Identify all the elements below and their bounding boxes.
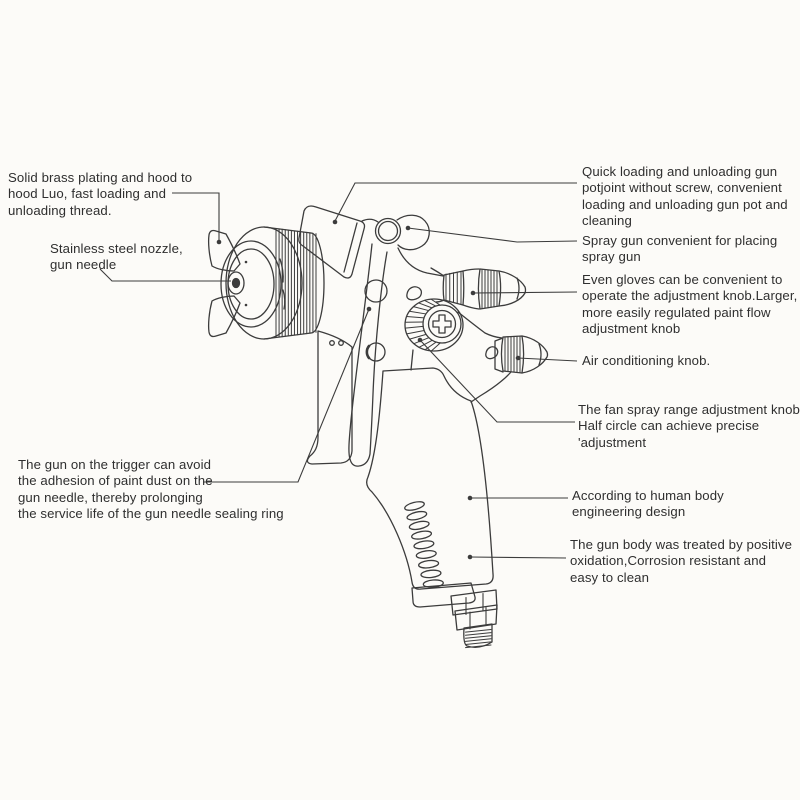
grip-ribs xyxy=(404,501,444,588)
annotation-placing: Spray gun convenient for placing spray g… xyxy=(582,233,777,266)
annotation-fan-knob: The fan spray range adjustment knob: Hal… xyxy=(578,402,800,451)
handle-grip xyxy=(366,367,494,590)
leader-line xyxy=(334,182,577,222)
annotation-text-line: 'adjustment xyxy=(578,434,647,450)
annotation-text-line: Even gloves can be convenient to xyxy=(582,272,783,287)
annotation-text-line: loading and unloading gun pot and xyxy=(582,196,788,212)
annotation-stainless-nozzle: Stainless steel nozzle, gun needle xyxy=(50,241,183,274)
annotation-air-knob: Air conditioning knob. xyxy=(582,353,710,369)
body-teardrop-hole xyxy=(485,346,499,360)
annotation-text-line: Spray gun convenient for placing xyxy=(582,233,778,248)
leader-line xyxy=(469,556,567,559)
leader-dot xyxy=(216,239,222,245)
annotation-text-line: engineering design xyxy=(572,504,686,520)
annotation-text-line: spray gun xyxy=(582,249,641,265)
annotation-text-line: operate the adjustment knob.Larger, xyxy=(582,288,798,304)
knob-knurling xyxy=(404,298,441,352)
annotation-text-line: The fan spray range adjustment knob: xyxy=(578,402,800,417)
air-cap-slot xyxy=(279,258,284,283)
annotation-solid-brass: Solid brass plating and hood to hood Luo… xyxy=(8,170,192,219)
leader-line xyxy=(99,268,231,282)
annotation-text-line: oxidation,Corrosion resistant and xyxy=(570,553,767,569)
knob-knurling xyxy=(481,269,498,309)
annotation-text-line: more easily regulated paint flow xyxy=(582,304,771,320)
knob-knurling xyxy=(504,335,521,373)
trigger xyxy=(348,243,388,467)
lower-panel xyxy=(306,330,353,465)
leader-dot xyxy=(366,306,372,312)
retaining-ring-top xyxy=(263,226,312,234)
leader-line xyxy=(407,227,578,243)
leader-line xyxy=(472,291,578,294)
annotation-text-line: gun needle xyxy=(50,257,117,273)
annotation-paint-flow: Even gloves can be convenient to operate… xyxy=(582,272,797,338)
annotation-text-line: According to human body xyxy=(572,488,724,503)
annotation-text-line: potjoint without screw, convenient xyxy=(582,180,782,196)
air-cap-slot xyxy=(282,289,286,310)
body-teardrop-hole xyxy=(406,286,423,301)
air-cap-assembly xyxy=(207,226,325,340)
annotation-text-line: the service life of the gun needle seali… xyxy=(18,506,284,522)
leader-line xyxy=(203,308,370,483)
leader-dot xyxy=(467,554,473,560)
air-cap-face xyxy=(220,240,282,328)
annotation-ergonomic: According to human body engineering desi… xyxy=(572,488,724,521)
annotation-quick-loading: Quick loading and unloading gun potjoint… xyxy=(582,164,788,230)
body-hole-upper xyxy=(364,279,388,303)
inlet-flange xyxy=(411,582,476,608)
leader-line xyxy=(172,192,220,240)
air-adjustment-knob xyxy=(494,335,549,374)
annotation-text-line: gun needle, thereby prolonging xyxy=(18,489,203,505)
annotation-gun-body: The gun body was treated by positive oxi… xyxy=(570,537,792,586)
air-horn-bottom xyxy=(207,295,241,338)
annotation-text-line: Quick loading and unloading gun xyxy=(582,164,778,179)
leader-dot xyxy=(417,337,423,343)
gun-body xyxy=(306,247,512,465)
annotation-text-line: adjustment knob xyxy=(582,321,681,337)
annotation-text-line: Stainless steel nozzle, xyxy=(50,241,183,256)
inlet-thread xyxy=(463,623,493,648)
leader-dots xyxy=(216,219,521,560)
leader-dot xyxy=(405,225,411,231)
leader-dot xyxy=(332,219,338,225)
panel-hole xyxy=(329,340,335,346)
pot-joint xyxy=(298,205,366,279)
phillips-screw-icon xyxy=(432,314,452,334)
annotation-text-line: The gun body was treated by positive xyxy=(570,537,793,552)
annotation-text-line: Half circle can achieve precise xyxy=(578,418,760,434)
annotation-text-line: The gun on the trigger can avoid xyxy=(18,457,212,472)
pivot-pin xyxy=(377,220,399,242)
nozzle xyxy=(227,260,248,307)
leader-lines xyxy=(99,182,578,559)
annotation-text-line: the adhesion of paint dust on the xyxy=(18,473,213,489)
annotation-trigger: The gun on the trigger can avoid the adh… xyxy=(18,457,284,523)
annotation-text-line: unloading thread. xyxy=(8,202,112,218)
knob-knurling xyxy=(445,271,462,305)
fan-pattern-knob xyxy=(404,298,464,352)
paint-flow-knob xyxy=(430,267,527,310)
hex-facets xyxy=(465,592,487,630)
air-inlet-connector xyxy=(411,582,498,649)
annotation-text-line: easy to clean xyxy=(570,569,650,585)
annotation-text-line: hood Luo, fast loading and xyxy=(8,186,167,202)
leader-dot xyxy=(515,355,521,361)
leader-dot xyxy=(470,290,476,296)
ring-knurling xyxy=(275,228,317,338)
thread-lines xyxy=(465,629,492,649)
leader-line xyxy=(517,357,578,362)
leader-line xyxy=(419,339,575,423)
annotation-text-line: Solid brass plating and hood to xyxy=(8,170,193,185)
retaining-ring-bottom xyxy=(263,332,312,340)
pivot-pin-outer xyxy=(374,217,402,245)
hanging-hook xyxy=(361,214,430,251)
leader-dot xyxy=(467,495,473,501)
retaining-ring-back xyxy=(310,232,325,334)
air-horn-top xyxy=(207,229,241,272)
annotation-text-line: cleaning xyxy=(582,213,632,229)
panel-hole xyxy=(338,340,344,346)
body-hole-shadow xyxy=(365,344,371,360)
annotation-text-line: Air conditioning knob. xyxy=(582,353,711,368)
